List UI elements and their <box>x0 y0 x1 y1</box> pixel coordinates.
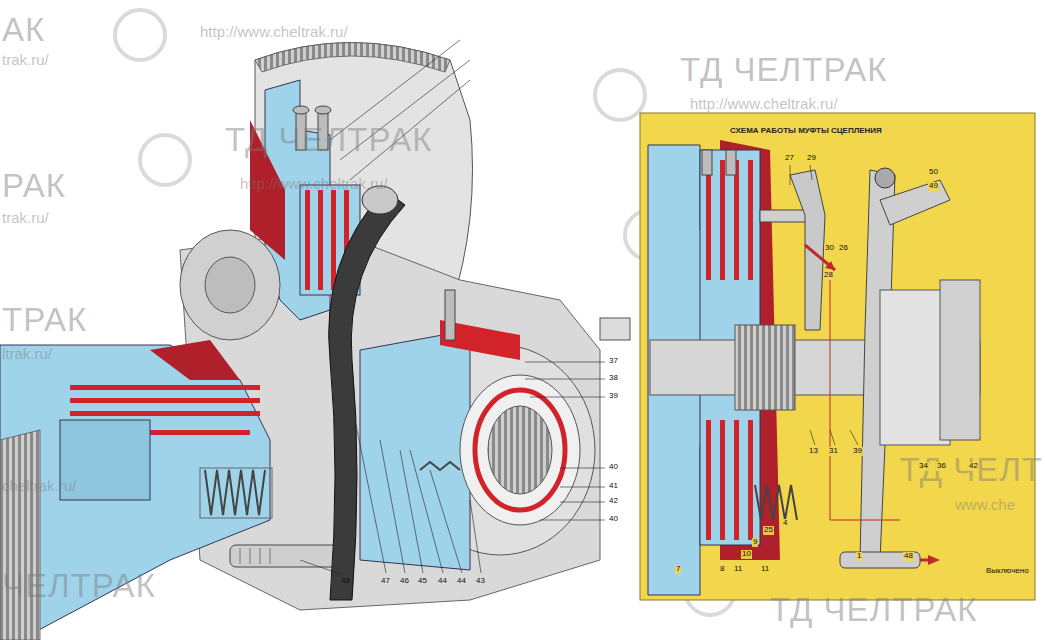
watermark: http://www.cheltrak.ru/ <box>200 24 348 41</box>
callout-number: 8 <box>719 565 725 574</box>
callout-number: 28 <box>823 271 834 280</box>
watermark: cheltrak.ru/ <box>2 478 76 495</box>
watermark: http://www.cheltrak.ru/ <box>240 176 388 193</box>
callout-number: 34 <box>918 462 929 471</box>
callout-number: 10 <box>741 550 752 559</box>
watermark: АК <box>2 12 45 48</box>
callout-number: 40 <box>608 515 619 524</box>
watermark: ltrak.ru/ <box>2 346 52 363</box>
callout-number: 29 <box>806 154 817 163</box>
callout-number: 37 <box>608 357 619 366</box>
callout-number: 31 <box>828 447 839 456</box>
callout-number: 48 <box>903 552 914 561</box>
watermark: www.che <box>955 497 1015 514</box>
callout-number: 40 <box>608 463 619 472</box>
spring <box>205 470 265 515</box>
leader-line <box>790 165 858 445</box>
callout-number: 41 <box>608 482 619 491</box>
callout-number: 46 <box>399 577 410 586</box>
leader-line <box>300 40 605 575</box>
watermark: РАК <box>2 168 66 204</box>
callout-number: 43 <box>475 577 486 586</box>
watermark: http://www.cheltrak.ru/ <box>690 96 838 113</box>
watermark: ЧЕЛТРАК <box>2 568 156 604</box>
watermark: ТД ЧЕЛТРАК <box>225 122 432 158</box>
watermark: trak.ru/ <box>2 210 49 227</box>
callout-number: 30 <box>824 244 835 253</box>
callout-number: 45 <box>417 577 428 586</box>
callout-number: 42 <box>608 497 619 506</box>
callout-number: 9 <box>752 538 758 547</box>
gear-rim <box>255 43 450 73</box>
callout-number: 44 <box>456 577 467 586</box>
callout-number: 11 <box>733 565 743 574</box>
callout-number: 36 <box>936 462 947 471</box>
bolt <box>230 545 340 567</box>
callout-number: 48 <box>340 577 351 586</box>
callout-number: 25 <box>763 526 774 535</box>
lever <box>790 170 825 330</box>
callout-number: 11 <box>760 565 770 574</box>
gear-rim <box>0 430 40 640</box>
watermark: ТРАК <box>2 302 87 338</box>
callout-number: 49 <box>928 182 939 191</box>
seal-ring <box>475 390 565 510</box>
cutaway-section <box>0 345 270 640</box>
inset-panel <box>640 113 1035 600</box>
callout-number: 26 <box>838 244 849 253</box>
callout-number: 1 <box>856 552 862 561</box>
callout-number: 13 <box>808 447 819 456</box>
inset-title: СХЕМА РАБОТЫ МУФТЫ СЦЕПЛЕНИЯ <box>728 127 884 136</box>
callout-number: 27 <box>784 154 795 163</box>
callout-number: 38 <box>608 374 619 383</box>
watermark: ТД ЧЕЛТРАК <box>680 52 887 88</box>
callout-number: 42 <box>968 462 979 471</box>
callout-number: 47 <box>380 577 391 586</box>
callout-number: 39 <box>852 447 863 456</box>
callout-number: 50 <box>928 168 939 177</box>
watermark: trak.ru/ <box>2 52 49 69</box>
callout-number: 39 <box>608 392 619 401</box>
callout-number: 7 <box>675 565 681 574</box>
state-label: Выключено <box>985 567 1030 576</box>
callout-number: 44 <box>437 577 448 586</box>
watermark: ТД ЧЕЛТРАК <box>770 592 977 628</box>
callout-number: 4 <box>782 519 788 528</box>
